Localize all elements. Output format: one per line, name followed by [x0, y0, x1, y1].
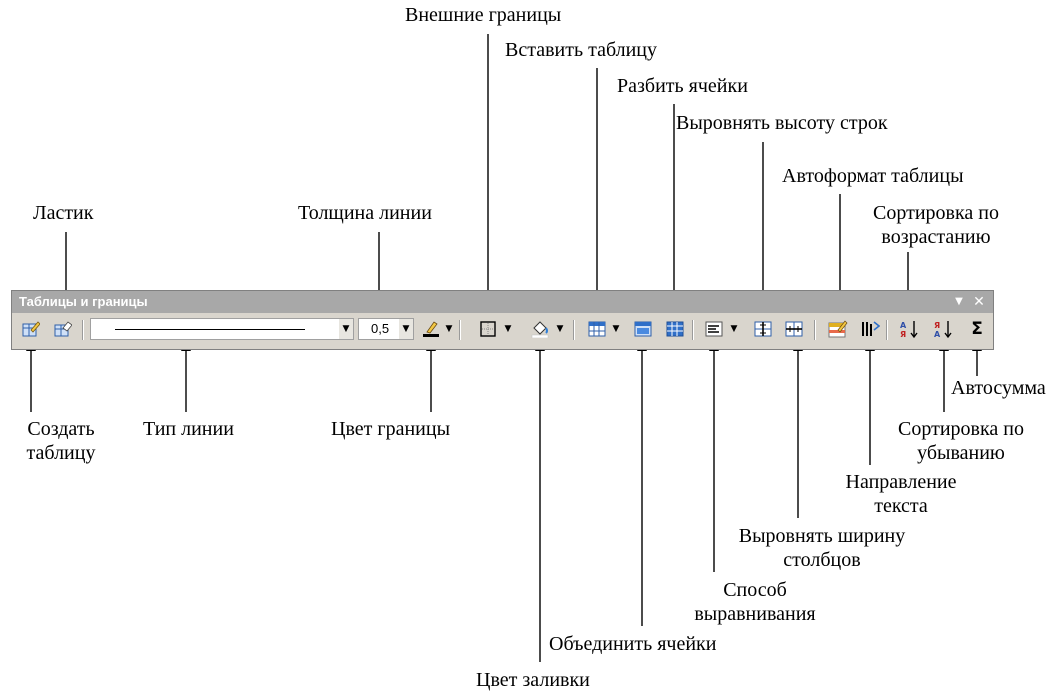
insert-table-button[interactable]: [585, 318, 609, 340]
label-outer-borders: Внешние границы: [405, 4, 562, 26]
line-weight-value: 0,5: [371, 321, 390, 336]
merge-cells-button[interactable]: [631, 318, 655, 340]
distribute-columns-button[interactable]: [782, 318, 806, 340]
merge-cells-icon: [634, 321, 652, 337]
sort-ascending-icon: А Я: [900, 321, 918, 339]
line-style-dropdown[interactable]: ▼: [90, 318, 354, 340]
draw-table-button[interactable]: [19, 318, 43, 340]
line-weight-dropdown[interactable]: 0,5 ▼: [358, 318, 414, 340]
svg-text:А: А: [900, 321, 907, 330]
distribute-rows-button[interactable]: [751, 318, 775, 340]
chevron-down-icon[interactable]: ▼: [730, 324, 738, 334]
label-sort-ascending-line1: Сортировка по: [873, 202, 999, 224]
toolbar-separator: [814, 320, 816, 340]
toolbar-body: ▼ 0,5 ▼ ▼: [12, 313, 993, 349]
label-sort-descending: Сортировка по убыванию: [888, 417, 1034, 465]
draw-table-icon: [22, 321, 40, 337]
chevron-down-icon[interactable]: ▼: [445, 324, 453, 334]
table-autoformat-button[interactable]: [826, 318, 850, 340]
autosum-button[interactable]: Σ: [965, 318, 989, 340]
outside-border-icon: [480, 321, 496, 337]
label-alignment: Способ выравнивания: [692, 578, 818, 626]
label-autosum: Автосумма: [951, 377, 1046, 399]
label-draw-table: Создать таблицу: [20, 417, 102, 465]
label-line-style: Тип линии: [143, 418, 234, 440]
label-distribute-rows: Выровнять высоту строк: [676, 112, 888, 134]
chevron-down-icon[interactable]: ▼: [339, 319, 353, 339]
label-text-direction-line2: текста: [874, 495, 928, 517]
toolbar-title-bar[interactable]: Таблицы и границы: [12, 291, 993, 313]
label-distribute-columns: Выровнять ширину столбцов: [724, 524, 920, 572]
label-split-cells: Разбить ячейки: [617, 75, 748, 97]
label-line-weight: Толщина линии: [298, 202, 432, 224]
toolbar-separator: [692, 320, 694, 340]
label-merge-cells: Объединить ячейки: [549, 633, 717, 655]
outside-border-button[interactable]: [476, 318, 500, 340]
label-insert-table: Вставить таблицу: [505, 39, 658, 61]
label-draw-table-line1: Создать: [27, 418, 95, 440]
insert-table-icon: [588, 321, 606, 337]
toolbar-separator: [886, 320, 888, 340]
label-alignment-line1: Способ: [723, 579, 787, 601]
sort-descending-icon: Я А: [934, 321, 952, 339]
distribute-columns-icon: [785, 321, 803, 337]
svg-text:Я: Я: [900, 330, 906, 339]
chevron-down-icon[interactable]: ▼: [556, 324, 564, 334]
toolbar-separator: [573, 320, 575, 340]
distribute-rows-icon: [754, 321, 772, 337]
label-distribute-columns-line2: столбцов: [783, 549, 861, 571]
label-text-direction-line1: Направление: [845, 471, 957, 493]
chevron-down-icon[interactable]: ▼: [399, 319, 413, 339]
chevron-down-icon[interactable]: ▼: [612, 324, 620, 334]
sort-descending-button[interactable]: Я А: [931, 318, 955, 340]
tables-and-borders-toolbar[interactable]: Таблицы и границы ▼ ✕: [11, 290, 994, 350]
svg-text:А: А: [934, 330, 941, 339]
toolbar-options-icon[interactable]: ▼: [955, 296, 963, 307]
label-sort-descending-line2: убыванию: [917, 442, 1005, 464]
eraser-button[interactable]: [51, 318, 75, 340]
chevron-down-icon[interactable]: ▼: [504, 324, 512, 334]
autosum-icon: Σ: [971, 319, 983, 339]
label-shading-color: Цвет заливки: [476, 669, 590, 691]
label-alignment-line2: выравнивания: [694, 603, 816, 625]
toolbar-separator: [82, 320, 84, 340]
shading-color-button[interactable]: [528, 318, 552, 340]
line-style-sample: [115, 329, 305, 330]
label-text-direction: Направление текста: [834, 470, 968, 518]
text-direction-icon: [862, 321, 880, 336]
autoformat-icon: [828, 320, 848, 338]
label-autoformat: Автоформат таблицы: [782, 165, 964, 187]
label-eraser: Ластик: [33, 202, 94, 224]
split-cells-icon: [666, 321, 684, 337]
label-sort-descending-line1: Сортировка по: [898, 418, 1024, 440]
border-color-button[interactable]: [419, 318, 443, 340]
split-cells-button[interactable]: [663, 318, 687, 340]
toolbar-separator: [459, 320, 461, 340]
toolbar-title: Таблицы и границы: [19, 294, 148, 309]
svg-text:Я: Я: [934, 321, 940, 330]
cell-alignment-button[interactable]: [702, 318, 726, 340]
sort-ascending-button[interactable]: А Я: [897, 318, 921, 340]
text-direction-button[interactable]: [858, 318, 882, 340]
label-sort-ascending: Сортировка по возрастанию: [865, 201, 1007, 249]
label-distribute-columns-line1: Выровнять ширину: [738, 525, 906, 547]
close-icon[interactable]: ✕: [973, 294, 985, 310]
align-icon: [705, 321, 723, 337]
label-border-color: Цвет границы: [331, 418, 451, 440]
border-color-icon: [423, 321, 439, 337]
eraser-icon: [54, 321, 72, 337]
label-draw-table-line2: таблицу: [26, 442, 96, 464]
label-sort-ascending-line2: возрастанию: [881, 226, 991, 248]
shading-icon: [531, 321, 549, 338]
